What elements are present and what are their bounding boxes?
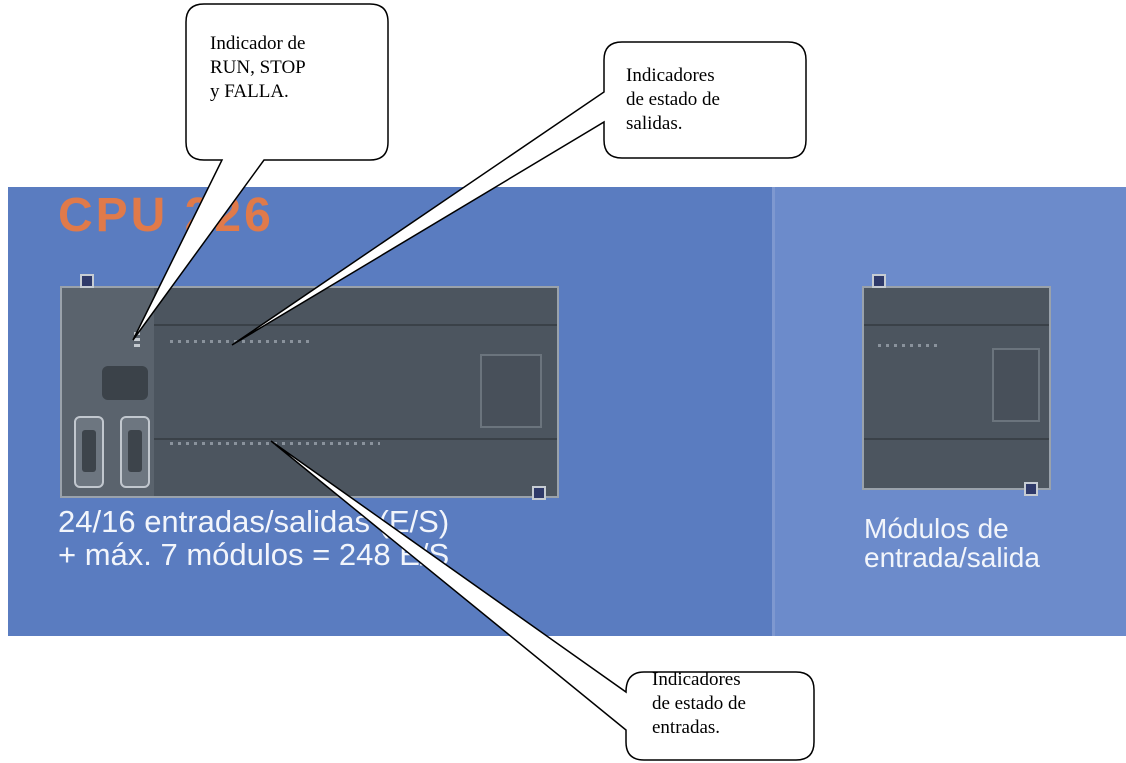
- callout-run-stop: Indicador de RUN, STOP y FALLA.: [210, 32, 306, 104]
- communication-port-0: [74, 416, 104, 488]
- callout-inputs: Indicadores de estado de entradas.: [652, 668, 746, 740]
- callout-run-stop-shape: [132, 3, 389, 341]
- run-stop-fault-leds: [134, 332, 140, 350]
- cpu-226-unit: [60, 274, 559, 500]
- callout-run-stop-line1: Indicador de: [210, 33, 306, 54]
- top-terminal-groove: [154, 324, 557, 326]
- cpu-io-caption-line2: + máx. 7 módulos = 248 E/S: [58, 536, 450, 572]
- mounting-tab-bottom: [532, 486, 546, 500]
- module-caption: Módulos de entrada/salida: [864, 514, 1040, 573]
- callout-inputs-line3: entradas.: [652, 717, 721, 738]
- callout-inputs-line2: de estado de: [652, 693, 746, 714]
- callout-outputs-line3: salidas.: [626, 113, 683, 134]
- expansion-port-cover: [480, 354, 542, 428]
- callout-outputs: Indicadores de estado de salidas.: [626, 64, 720, 136]
- module-tab-bottom: [1024, 482, 1038, 496]
- module-caption-line2: entrada/salida: [864, 542, 1040, 574]
- output-status-leds: [170, 340, 310, 343]
- module-top-groove: [864, 324, 1049, 326]
- callout-inputs-line1: Indicadores: [652, 669, 741, 690]
- module-status-leds: [878, 344, 938, 347]
- panel-divider: [772, 187, 775, 636]
- bottom-terminal-groove: [154, 438, 557, 440]
- module-bottom-groove: [864, 438, 1049, 440]
- module-connector-cover: [992, 348, 1040, 422]
- module-tab-top: [872, 274, 886, 288]
- callout-run-stop-line3: y FALLA.: [210, 81, 289, 102]
- callout-outputs-shape: [231, 41, 807, 346]
- io-expansion-module: [862, 274, 1051, 496]
- cpu-io-caption: 24/16 entradas/salidas (E/S) + máx. 7 mó…: [58, 505, 450, 572]
- callout-inputs-shape: [270, 440, 815, 761]
- callout-outputs-line1: Indicadores: [626, 65, 715, 86]
- communication-port-1: [120, 416, 150, 488]
- cpu-mode-switch-cover: [102, 366, 148, 400]
- callout-run-stop-line2: RUN, STOP: [210, 57, 306, 78]
- callout-outputs-line2: de estado de: [626, 89, 720, 110]
- mounting-tab-top: [80, 274, 94, 288]
- module-caption-line1: Módulos de: [864, 513, 1009, 544]
